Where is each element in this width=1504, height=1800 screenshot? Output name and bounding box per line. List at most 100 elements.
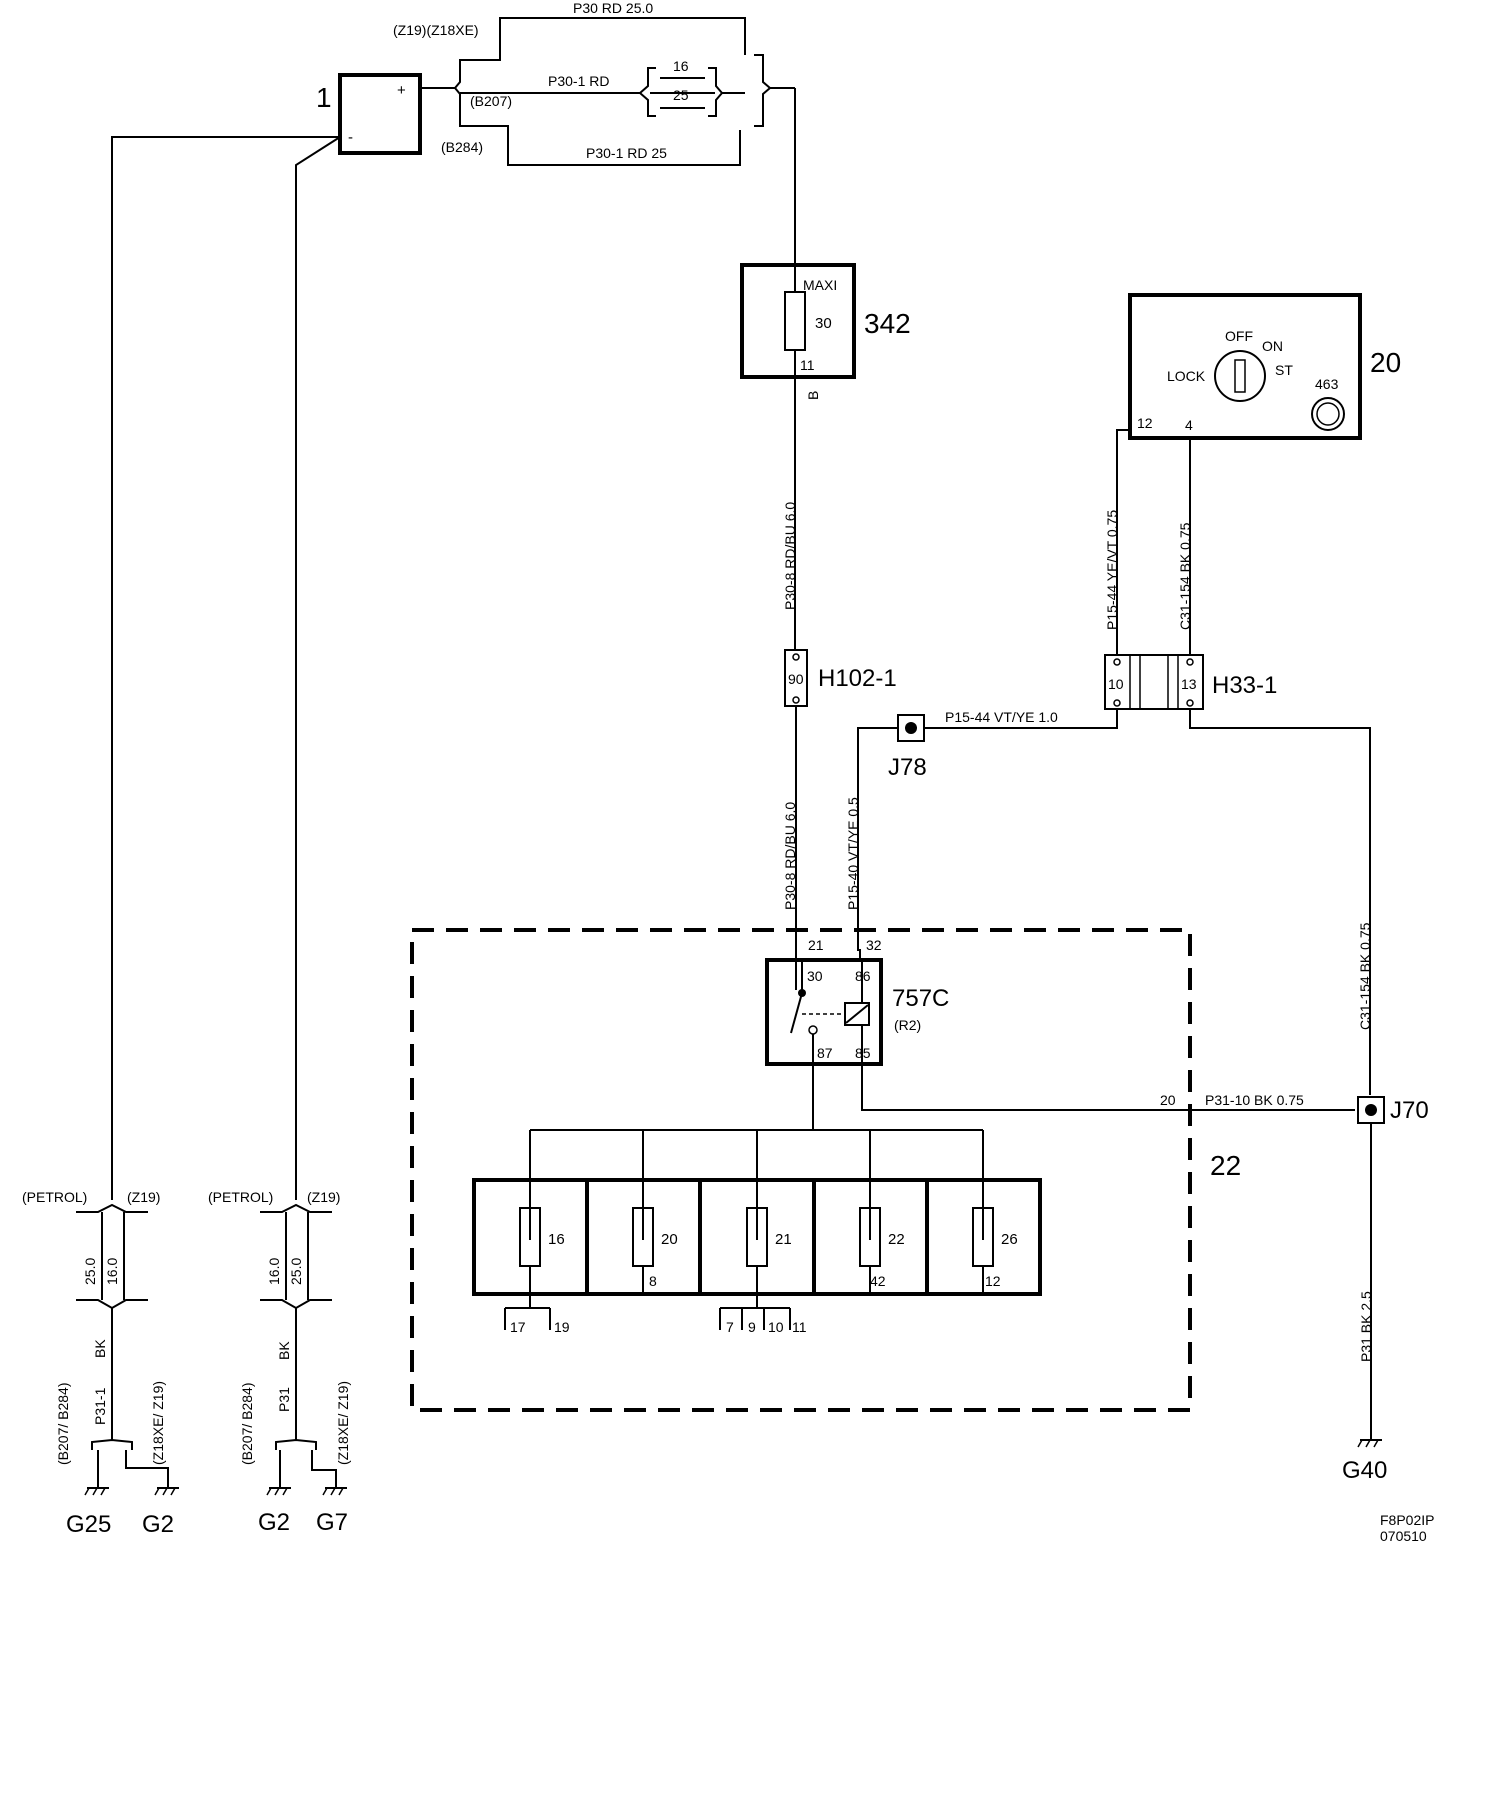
battery: 1 + -	[316, 73, 422, 155]
lg2-wire: P31	[276, 1387, 292, 1412]
lg1-var-a: (B207/ B284)	[55, 1383, 71, 1466]
fuse-342-id: 342	[864, 308, 911, 339]
lg2-ground-a: G2	[258, 1509, 290, 1536]
lg1-size-b: 16.0	[104, 1258, 120, 1285]
relay-pin-86: 86	[855, 968, 871, 984]
lg2-z19: (Z19)	[307, 1189, 340, 1205]
switch-st: ST	[1275, 362, 1293, 378]
lg1-color: BK	[92, 1339, 108, 1358]
relay-id: 757C	[892, 985, 949, 1012]
connector-h33-pin-10: 10	[1108, 676, 1124, 692]
lg1-wire: P31-1	[92, 1387, 108, 1425]
out-7: 7	[726, 1319, 734, 1335]
relay-sub: (R2)	[894, 1017, 921, 1033]
wire-p30-8-top: P30-8 RD/BU 6.0	[782, 502, 798, 610]
footer-code: F8P02IP	[1380, 1512, 1434, 1528]
wire-c31-154-right: C31-154 BK 0.75	[1357, 922, 1373, 1030]
battery-id: 1	[316, 82, 332, 113]
left-ground-1: (PETROL) (Z19) 25.0 16.0 BK P31-1 (B207/…	[22, 136, 340, 1538]
wire-c31-154-vert: C31-154 BK 0.75	[1177, 522, 1193, 630]
fuse-16-label: 16	[548, 1231, 565, 1248]
fuse-26-out: 12	[985, 1273, 1001, 1289]
out-9: 9	[748, 1319, 756, 1335]
relay-pin-87: 87	[817, 1045, 833, 1061]
wire-p15-44-vert: P15-44 YE/VT 0.75	[1104, 510, 1120, 630]
splice-j70: J70	[1357, 1096, 1429, 1124]
connector-h102-id: H102-1	[818, 665, 897, 692]
lg2-var-a: (B207/ B284)	[239, 1383, 255, 1466]
ignition-switch: OFF ON ST LOCK 463 12 4 20	[1128, 293, 1401, 440]
wire-p30-1-rd: P30-1 RD	[548, 73, 609, 89]
switch-pin-4: 4	[1185, 417, 1193, 433]
lg1-ground-b: G2	[142, 1511, 174, 1538]
connector-h33-id: H33-1	[1212, 672, 1277, 699]
fuse-21: 21	[746, 1207, 792, 1267]
wire-size-16: 16	[673, 58, 689, 74]
fuse-20-out: 8	[649, 1273, 657, 1289]
battery-feed: (Z19)(Z18XE) (B207) (B284) P30 RD 25.0 P…	[393, 0, 796, 265]
out-17: 17	[510, 1319, 526, 1335]
wire-p31-10: P31-10 BK 0.75	[1205, 1092, 1304, 1108]
switch-module-463: 463	[1315, 376, 1339, 392]
out-10: 10	[768, 1319, 784, 1335]
lg2-var-b: (Z18XE/ Z19)	[335, 1381, 351, 1465]
lg2-petrol: (PETROL)	[208, 1189, 273, 1205]
wire-p15-44-horiz: P15-44 VT/YE 1.0	[945, 709, 1058, 725]
variant-b207: (B207)	[470, 93, 512, 109]
variant-b284: (B284)	[441, 139, 483, 155]
fuse-26: 26 12	[972, 1207, 1018, 1289]
relay-in-21: 21	[808, 937, 824, 953]
fuse-22: 22 42	[859, 1207, 905, 1289]
switch-lock: LOCK	[1167, 368, 1206, 384]
wire-p15-40: P15-40 VT/YE 0.5	[845, 797, 861, 910]
fuse-22-out: 42	[870, 1273, 886, 1289]
fuse-342: MAXI 30 11 342 B	[740, 263, 911, 400]
ground-g40-label: G40	[1342, 1457, 1387, 1484]
wire-p30-rd: P30 RD 25.0	[573, 0, 653, 16]
lg1-petrol: (PETROL)	[22, 1189, 87, 1205]
connector-h33-pin-13: 13	[1181, 676, 1197, 692]
connector-h102-pin: 90	[788, 671, 804, 687]
j70-pin-20: 20	[1160, 1092, 1176, 1108]
switch-pin-12: 12	[1137, 415, 1153, 431]
variant-z19-z18xe: (Z19)(Z18XE)	[393, 22, 479, 38]
ground-g40: G40	[1342, 1439, 1387, 1484]
wire-p30-8-bottom: P30-8 RD/BU 6.0	[782, 802, 798, 910]
lg1-z19: (Z19)	[127, 1189, 160, 1205]
relay-in-32: 32	[866, 937, 882, 953]
fuse-21-label: 21	[775, 1231, 792, 1248]
lg2-size-a: 16.0	[266, 1258, 282, 1285]
lg2-size-b: 25.0	[288, 1258, 304, 1285]
fuse-block-id: 22	[1210, 1150, 1241, 1181]
fuse-342-type: MAXI	[803, 277, 837, 293]
switch-on: ON	[1262, 338, 1283, 354]
splice-j78-id: J78	[888, 754, 927, 781]
wire-p30-1-rd-25: P30-1 RD 25	[586, 145, 667, 161]
fuse-21-outputs: 7 9 10 11	[719, 1294, 807, 1335]
fuse-342-rating: 30	[815, 315, 832, 332]
switch-id: 20	[1370, 347, 1401, 378]
switch-off: OFF	[1225, 328, 1253, 344]
left-ground-2: (PETROL) (Z19) 16.0 25.0 BK P31 (B207/ B…	[208, 136, 351, 1536]
battery-minus: -	[348, 129, 353, 146]
splice-j70-id: J70	[1390, 1097, 1429, 1124]
wire-size-25: 25	[673, 87, 689, 103]
lg2-ground-b: G7	[316, 1509, 348, 1536]
battery-plus: +	[397, 82, 406, 99]
out-19: 19	[554, 1319, 570, 1335]
fuse-block: 22	[410, 928, 1241, 1412]
lg1-var-b: (Z18XE/ Z19)	[150, 1381, 166, 1465]
relay-757c: 30 86 87 85 757C (R2)	[765, 958, 949, 1066]
relay-pin-85: 85	[855, 1045, 871, 1061]
fuse-16-outputs: 17 19	[504, 1294, 570, 1335]
footer-date: 070510	[1380, 1528, 1427, 1544]
fuse-20-label: 20	[661, 1231, 678, 1248]
lg1-size-a: 25.0	[82, 1258, 98, 1285]
wire-p31-right: P31 BK 2.5	[1358, 1291, 1374, 1362]
relay-pin-30: 30	[807, 968, 823, 984]
fuse-20: 20 8	[632, 1207, 678, 1289]
lg1-ground-a: G25	[66, 1511, 111, 1538]
splice-j78: J78 P15-44 VT/YE 1.0	[888, 709, 1058, 781]
fuse-342-pin: 11	[800, 357, 815, 373]
out-11: 11	[792, 1319, 807, 1335]
